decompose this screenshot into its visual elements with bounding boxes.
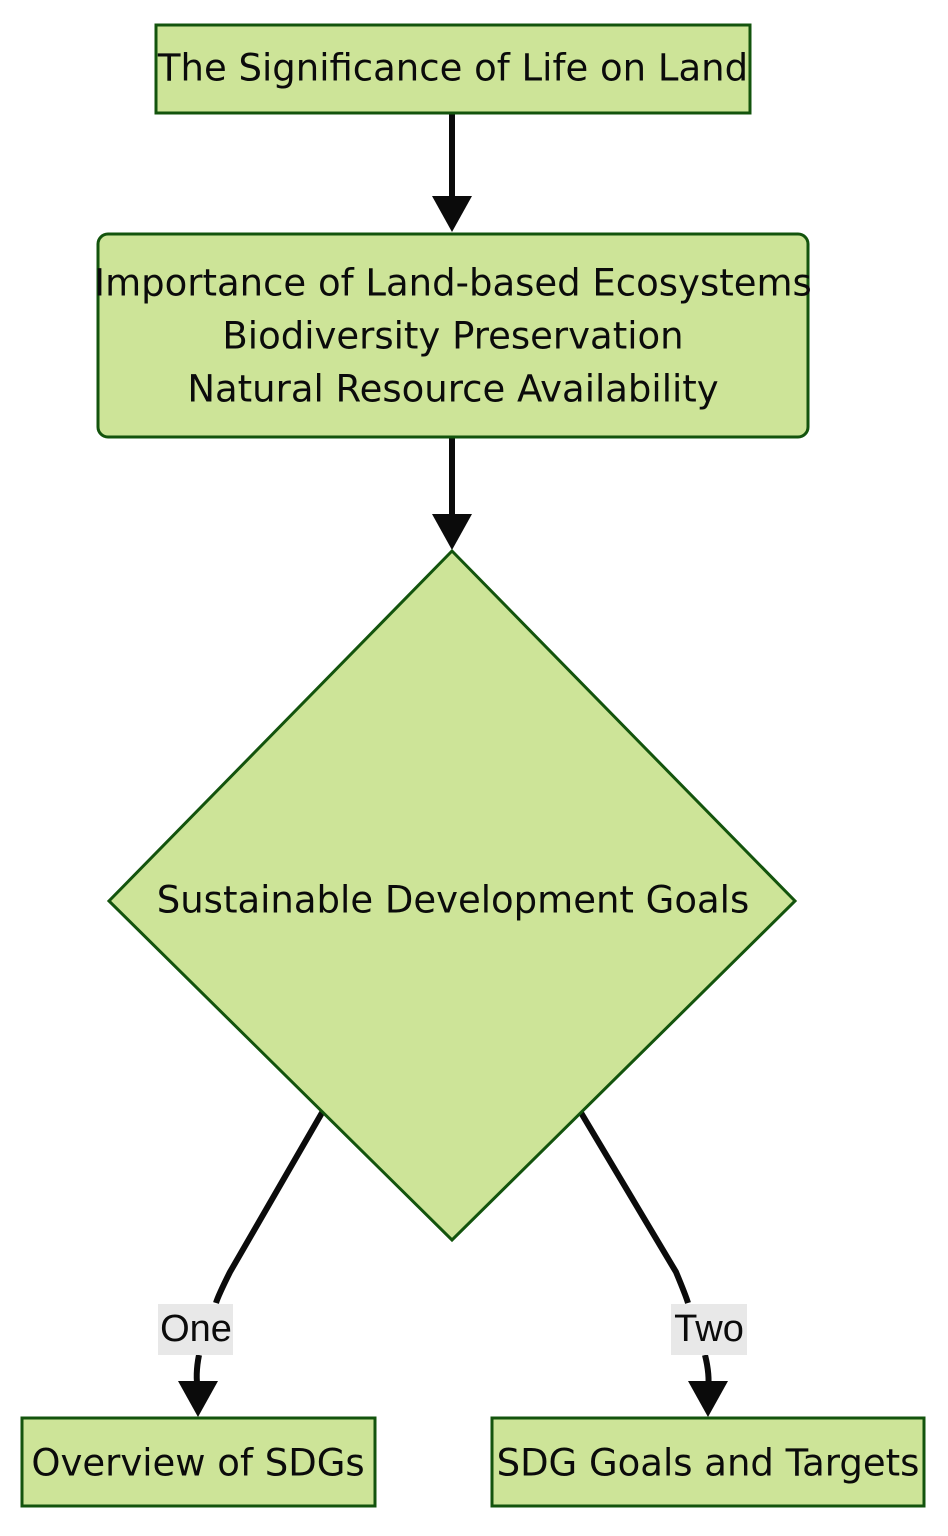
node-importance-label-line-2: Biodiversity Preservation xyxy=(222,315,683,358)
edge-label-one[interactable]: One xyxy=(158,1304,233,1355)
edge-label-one-text: One xyxy=(160,1308,232,1350)
arrowhead-icon xyxy=(432,196,472,232)
node-sdg-shape xyxy=(106,548,798,1243)
node-importance-label-line-3: Natural Resource Availability xyxy=(187,368,718,411)
arrowhead-icon xyxy=(178,1381,218,1417)
edge-sdg-to-overview[interactable] xyxy=(178,1109,326,1417)
node-importance-shape xyxy=(96,232,810,439)
edge-group xyxy=(178,112,728,1417)
edge-line xyxy=(213,1109,326,1304)
node-targets[interactable]: SDG Goals and Targets xyxy=(490,1416,926,1508)
edge-line xyxy=(577,1109,691,1304)
edge-label-two[interactable]: Two xyxy=(671,1304,747,1355)
node-targets-label: SDG Goals and Targets xyxy=(497,1442,920,1485)
node-importance[interactable]: Importance of Land-based Ecosystems Biod… xyxy=(94,232,812,439)
node-sdg[interactable]: Sustainable Development Goals xyxy=(106,548,798,1243)
node-targets-shape xyxy=(490,1416,926,1508)
node-overview-label: Overview of SDGs xyxy=(31,1442,364,1485)
edge-label-two-text: Two xyxy=(674,1308,744,1350)
node-root-label: The Significance of Life on Land xyxy=(157,47,748,90)
node-importance-label-line-1: Importance of Land-based Ecosystems xyxy=(94,262,812,305)
edge-label-one-background xyxy=(158,1304,233,1355)
edge-root-to-importance[interactable] xyxy=(432,112,472,232)
node-root-shape xyxy=(154,23,752,115)
arrowhead-icon xyxy=(432,514,472,550)
edge-sdg-to-targets[interactable] xyxy=(577,1109,728,1417)
node-overview-shape xyxy=(20,1416,377,1508)
node-sdg-label: Sustainable Development Goals xyxy=(157,879,749,922)
node-overview[interactable]: Overview of SDGs xyxy=(20,1416,377,1508)
node-root[interactable]: The Significance of Life on Land xyxy=(154,23,752,115)
arrowhead-icon xyxy=(688,1381,728,1417)
edge-label-two-background xyxy=(671,1304,747,1355)
edge-importance-to-sdg[interactable] xyxy=(432,437,472,550)
